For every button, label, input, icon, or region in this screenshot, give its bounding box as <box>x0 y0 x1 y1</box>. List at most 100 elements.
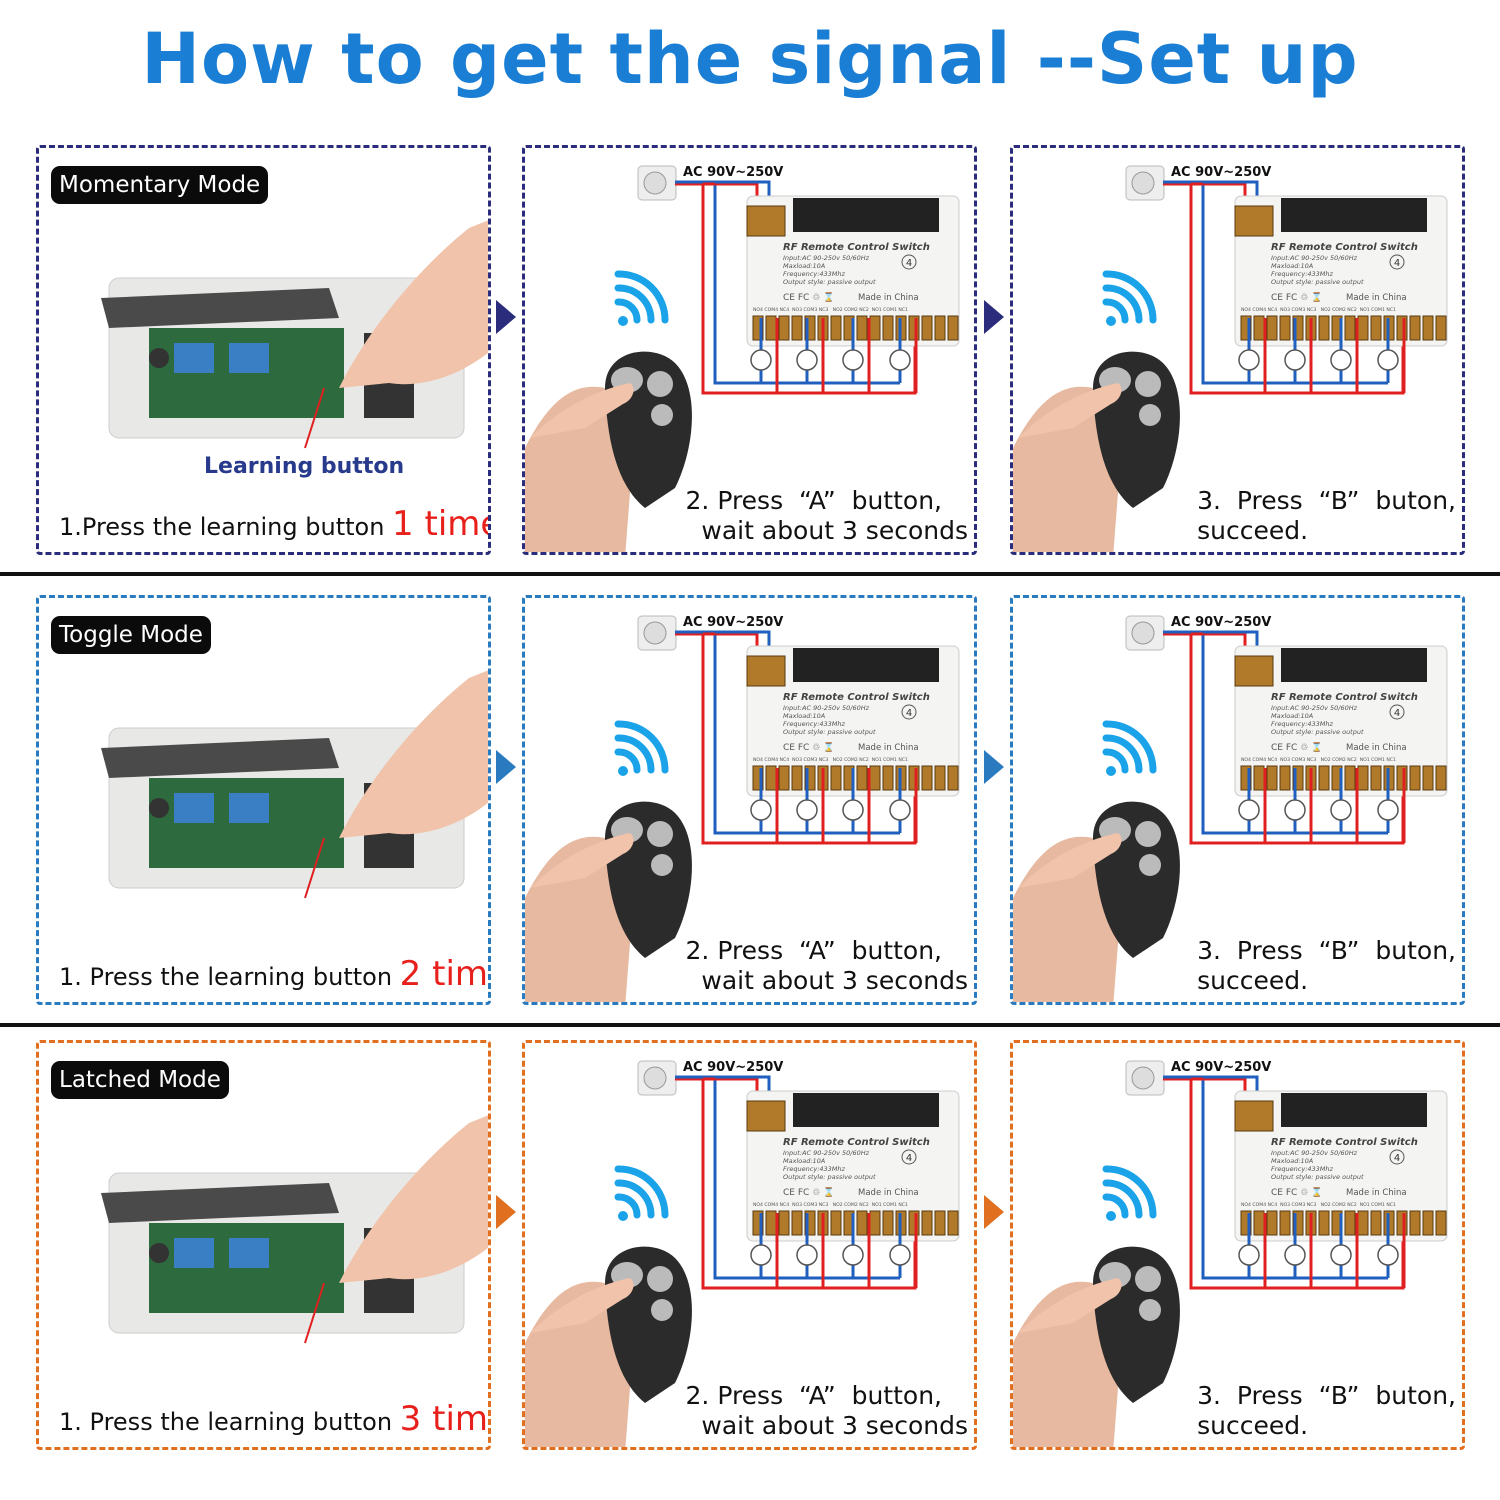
voltage-label: AC 90V~250V <box>1171 165 1271 180</box>
pointer-line <box>304 1282 325 1344</box>
voltage-label: AC 90V~250V <box>1171 615 1271 630</box>
press-count: 3 times <box>399 1399 489 1439</box>
spec-text: Output style: passive output <box>1271 1173 1364 1181</box>
pointer-line <box>304 387 325 449</box>
spec-text: Maxload:10A <box>783 1157 825 1165</box>
terminal-labels: NO4 COM4 NC4 NO3 COM3 NC3 NO2 COM2 NC2 N… <box>1241 1202 1396 1208</box>
svg-text:4: 4 <box>906 708 912 719</box>
lamp-icon <box>1377 1244 1399 1266</box>
voltage-label: AC 90V~250V <box>1171 1060 1271 1075</box>
step-2-panel: AC 90V~250V RF Remote Control Switch Inp… <box>522 1040 977 1450</box>
lamp-icon <box>1330 799 1352 821</box>
terminal-labels: NO4 COM4 NC4 NO3 COM3 NC3 NO2 COM2 NC2 N… <box>753 757 908 763</box>
spec-text: Input:AC 90-250v 50/60Hz <box>1271 254 1358 262</box>
spec-text: Input:AC 90-250v 50/60Hz <box>1271 1149 1358 1157</box>
lamp-icon <box>750 799 772 821</box>
mode-badge: Momentary Mode <box>51 166 269 204</box>
lamp-icon <box>796 1244 818 1266</box>
terminal-labels: NO4 COM4 NC4 NO3 COM3 NC3 NO2 COM2 NC2 N… <box>1241 307 1396 313</box>
voltage-label: AC 90V~250V <box>683 165 783 180</box>
mode-badge: Toggle Mode <box>51 616 211 654</box>
svg-text:4: 4 <box>1394 258 1400 269</box>
lamp-icon <box>889 1244 911 1266</box>
wireless-signal-icon <box>614 1165 669 1221</box>
channel-count-icon <box>1389 1149 1405 1165</box>
device-photo <box>101 670 488 899</box>
cert-marks: CE FC ♲ ⌛ <box>1271 291 1322 303</box>
step-1-panel: Momentary Mode 1.Press the learning butto… <box>36 145 491 555</box>
cert-marks: CE FC ♲ ⌛ <box>1271 1186 1322 1198</box>
press-count: 1 time <box>392 504 491 544</box>
lamp-icon <box>842 1244 864 1266</box>
spec-text: Maxload:10A <box>1271 262 1313 270</box>
lamp-icon <box>1284 1244 1306 1266</box>
made-in-label: Made in China <box>1346 293 1407 303</box>
spec-text: Maxload:10A <box>783 262 825 270</box>
channel-count-icon <box>1389 254 1405 270</box>
made-in-label: Made in China <box>858 293 919 303</box>
voltage-label: AC 90V~250V <box>683 615 783 630</box>
learning-button-label: Learning button <box>204 454 405 479</box>
svg-text:4: 4 <box>906 1153 912 1164</box>
lamp-icon <box>750 1244 772 1266</box>
step-2-panel: AC 90V~250V RF Remote Control Switch Inp… <box>522 595 977 1005</box>
step-2-panel: AC 90V~250V RF Remote Control Switch Inp… <box>522 145 977 555</box>
product-name: RF Remote Control Switch <box>783 692 930 703</box>
svg-text:4: 4 <box>1394 708 1400 719</box>
lamp-icon <box>1330 349 1352 371</box>
step-3-panel: AC 90V~250V RF Remote Control Switch Inp… <box>1010 595 1465 1005</box>
step-1-panel: Toggle Mode 1. Press the learning button … <box>36 595 491 1005</box>
next-step-arrow-icon <box>496 750 516 784</box>
spec-text: Output style: passive output <box>1271 728 1364 736</box>
wireless-signal-icon <box>614 270 669 326</box>
terminal-labels: NO4 COM4 NC4 NO3 COM3 NC3 NO2 COM2 NC2 N… <box>1241 757 1396 763</box>
lamp-icon <box>1330 1244 1352 1266</box>
spec-text: Output style: passive output <box>783 278 876 286</box>
lamp-icon <box>1238 1244 1260 1266</box>
step-1-caption: 1. Press the learning button 2 times <box>59 954 489 994</box>
spec-text: Maxload:10A <box>1271 712 1313 720</box>
next-step-arrow-icon <box>984 750 1004 784</box>
remote-in-hand <box>525 351 692 552</box>
wiring-diagram: AC 90V~250V RF Remote Control Switch Inp… <box>1013 615 1448 1002</box>
cert-marks: CE FC ♲ ⌛ <box>783 1186 834 1198</box>
remote-in-hand <box>525 1246 692 1447</box>
wireless-signal-icon <box>1102 720 1157 776</box>
product-name: RF Remote Control Switch <box>1271 1137 1418 1148</box>
row-divider <box>0 1023 1500 1027</box>
remote-in-hand <box>1013 351 1180 552</box>
made-in-label: Made in China <box>1346 743 1407 753</box>
step-2-caption: 2. Press “A” button, wait about 3 second… <box>685 486 968 545</box>
lamp-icon <box>889 349 911 371</box>
product-name: RF Remote Control Switch <box>783 1137 930 1148</box>
lamp-icon <box>796 799 818 821</box>
press-count: 2 times <box>399 954 489 994</box>
spec-text: Output style: passive output <box>1271 278 1364 286</box>
page-title: How to get the signal --Set up <box>141 18 1359 100</box>
channel-count-icon <box>901 704 917 720</box>
step-3-panel: AC 90V~250V RF Remote Control Switch Inp… <box>1010 1040 1465 1450</box>
lamp-icon <box>1377 349 1399 371</box>
spec-text: Input:AC 90-250v 50/60Hz <box>783 704 870 712</box>
lamp-icon <box>1284 349 1306 371</box>
next-step-arrow-icon <box>496 1195 516 1229</box>
wiring-diagram: AC 90V~250V RF Remote Control Switch Inp… <box>525 165 960 552</box>
lamp-icon <box>1238 349 1260 371</box>
mode-badge: Latched Mode <box>51 1061 229 1099</box>
lamp-icon <box>750 349 772 371</box>
wiring-diagram: AC 90V~250V RF Remote Control Switch Inp… <box>525 615 960 1002</box>
spec-text: Input:AC 90-250v 50/60Hz <box>783 1149 870 1157</box>
spec-text: Output style: passive output <box>783 1173 876 1181</box>
cert-marks: CE FC ♲ ⌛ <box>783 741 834 753</box>
product-name: RF Remote Control Switch <box>1271 242 1418 253</box>
next-step-arrow-icon <box>984 300 1004 334</box>
step-3-panel: AC 90V~250V RF Remote Control Switch Inp… <box>1010 145 1465 555</box>
spec-text: Frequency:433Mhz <box>783 1165 846 1173</box>
step-3-caption: 3. Press “B” buton, succeed. <box>1197 936 1456 995</box>
product-name: RF Remote Control Switch <box>1271 692 1418 703</box>
lamp-icon <box>796 349 818 371</box>
svg-text:4: 4 <box>1394 1153 1400 1164</box>
step-1-caption: 1.Press the learning button 1 time <box>59 504 491 544</box>
device-photo <box>101 220 488 449</box>
